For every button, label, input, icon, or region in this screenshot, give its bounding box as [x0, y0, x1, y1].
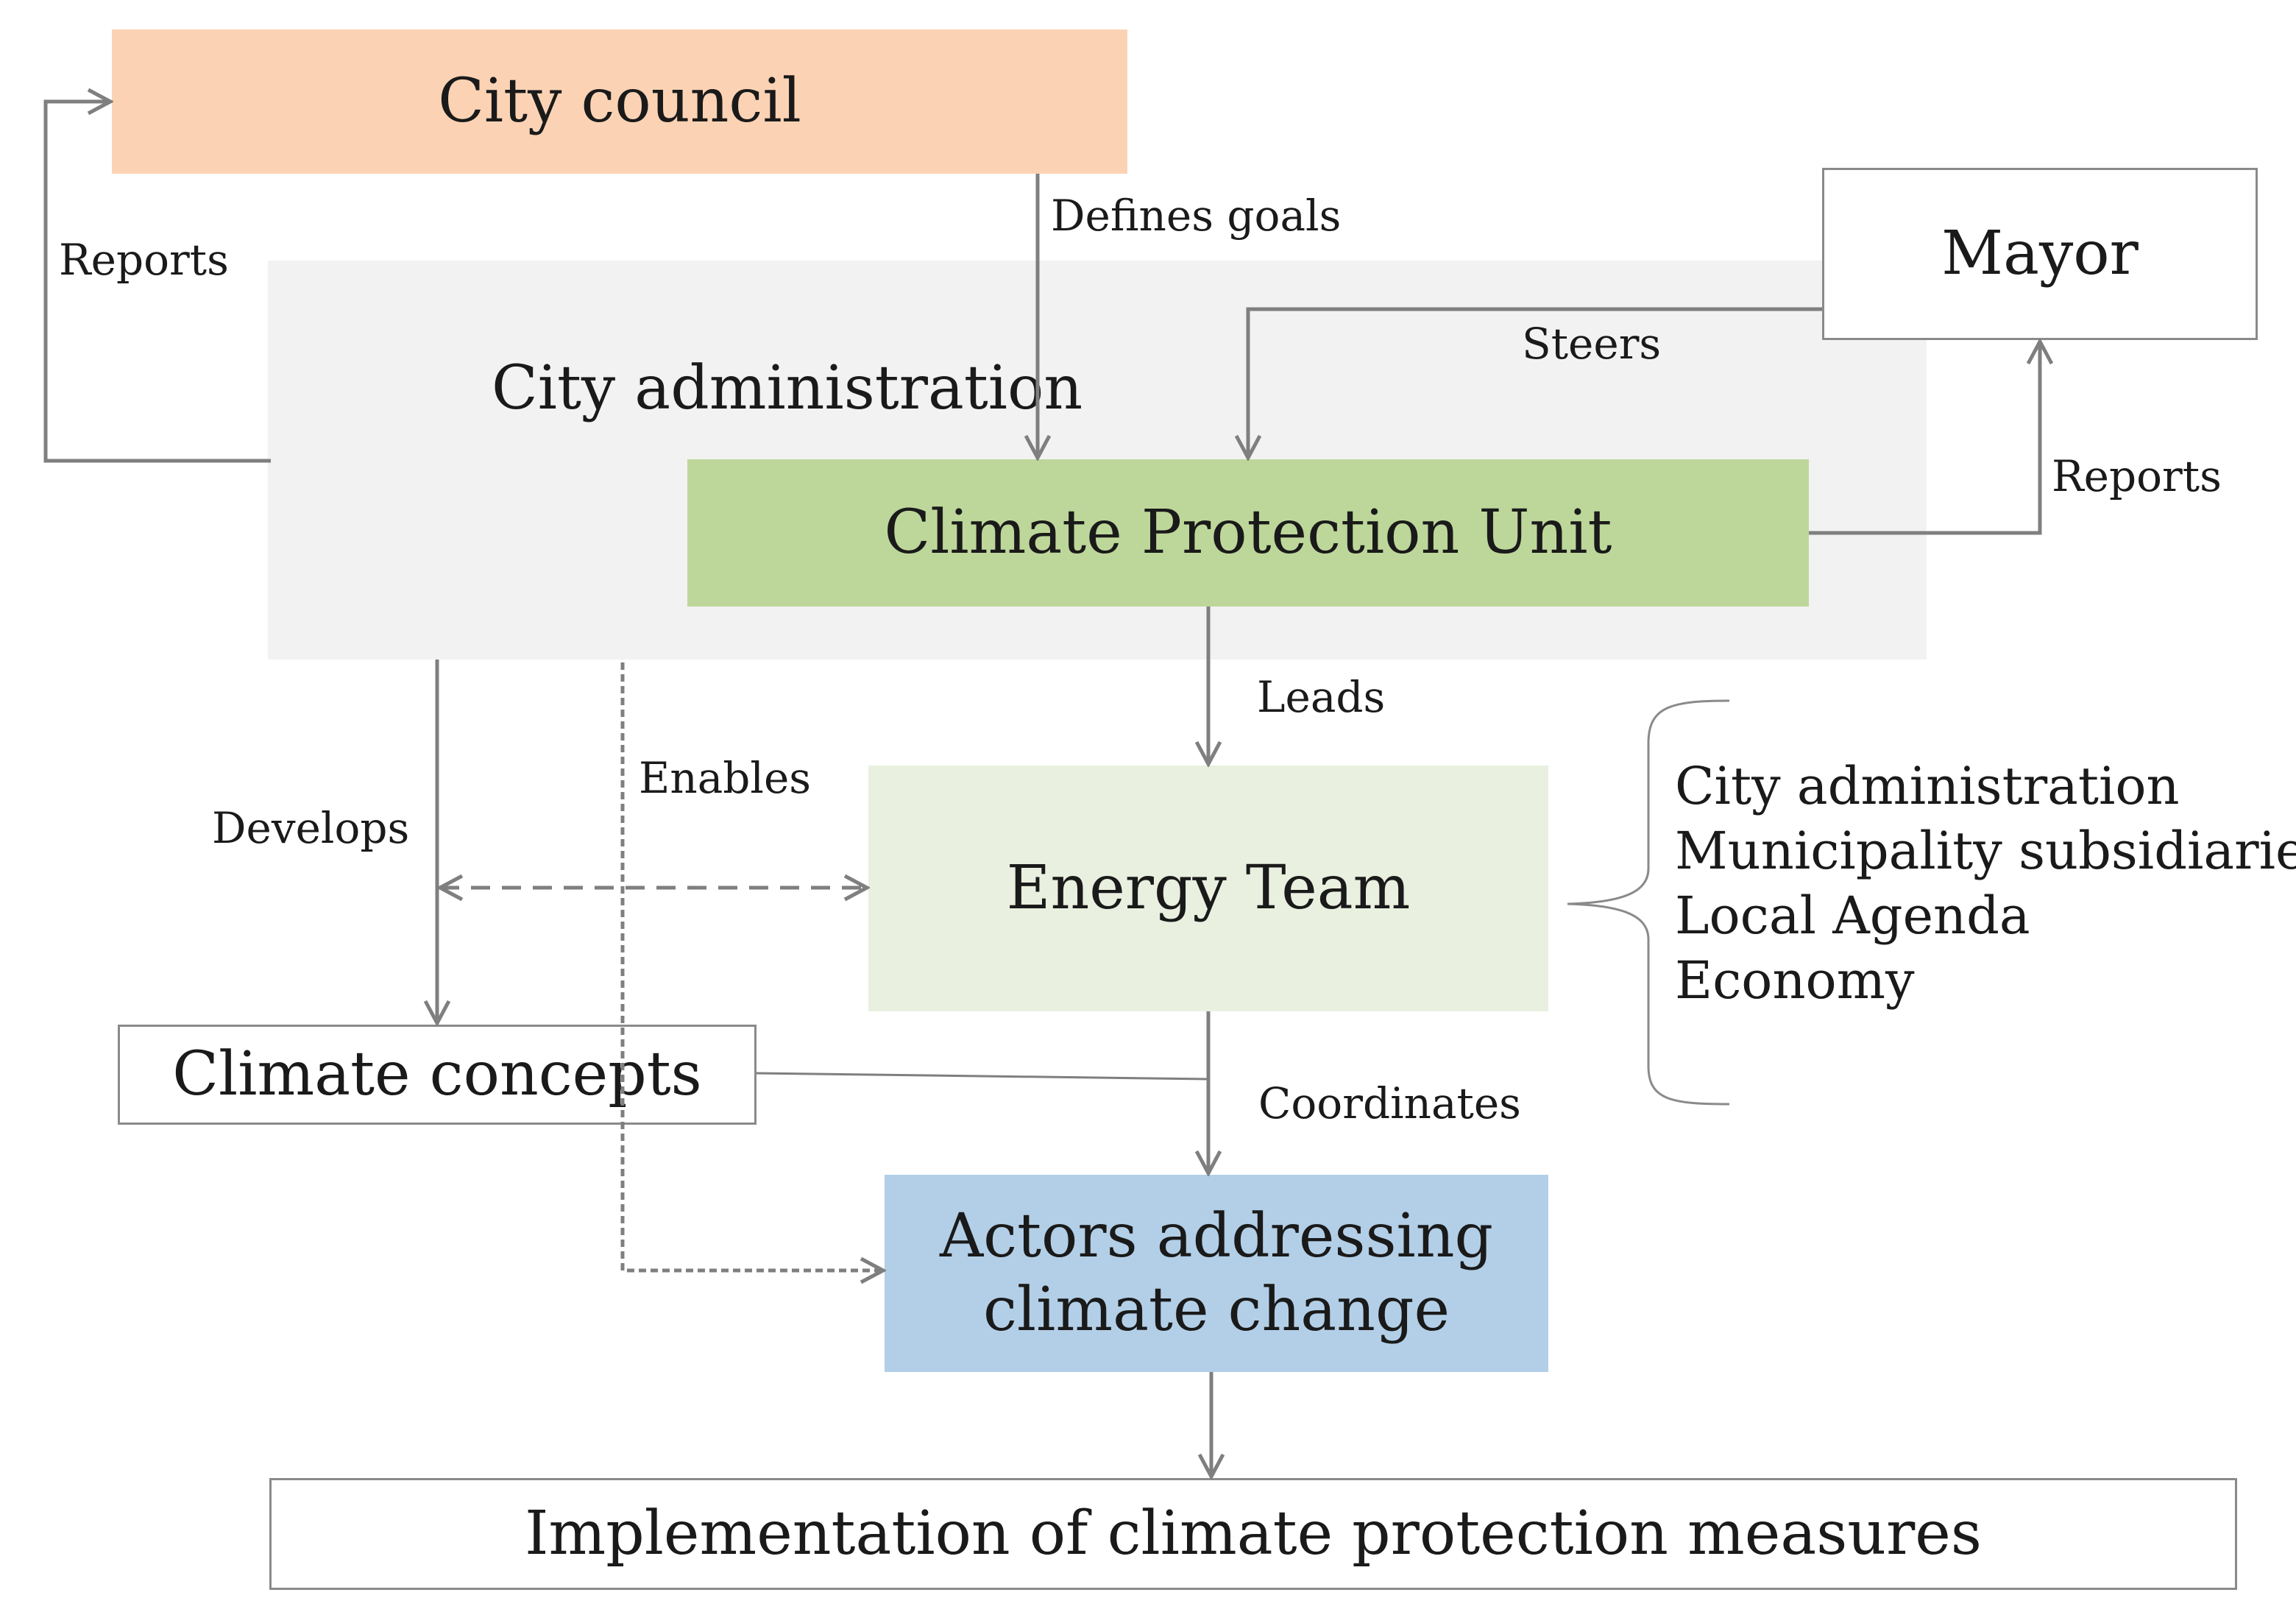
- energy-team-box: Energy Team: [868, 766, 1548, 1011]
- reports-right-label: Reports: [2052, 451, 2222, 501]
- mayor-label: Mayor: [1941, 218, 2139, 289]
- reports-left-label: Reports: [59, 235, 229, 285]
- climate-concepts-box: Climate concepts: [118, 1025, 757, 1125]
- steers-label: Steers: [1522, 319, 1662, 369]
- actors-label-line2: climate change: [982, 1275, 1450, 1345]
- energy-team-label: Energy Team: [1006, 852, 1411, 923]
- develops-label: Develops: [212, 803, 410, 853]
- city-council-box: City council: [112, 29, 1127, 174]
- defines-goals-label: Defines goals: [1051, 191, 1342, 241]
- implementation-label: Implementation of climate protection mea…: [525, 1498, 1982, 1569]
- energy-team-members-list: City administration Municipality subsidi…: [1675, 754, 2296, 1013]
- energy-team-member: Economy: [1675, 950, 1915, 1011]
- steers-connector: [1248, 307, 1822, 458]
- energy-team-member: Local Agenda: [1675, 885, 2030, 946]
- climate-protection-unit-box: Climate Protection Unit: [687, 459, 1809, 607]
- leads-label: Leads: [1257, 672, 1386, 722]
- city-administration-title: City administration: [492, 353, 1083, 423]
- enables-connector: [620, 662, 883, 1270]
- energy-team-members-brace: [1567, 699, 1730, 1106]
- enables-label: Enables: [639, 753, 812, 803]
- climate-protection-unit-label: Climate Protection Unit: [884, 497, 1612, 568]
- energy-team-member: City administration: [1675, 756, 2180, 816]
- reports-left-connector: [43, 102, 271, 463]
- city-council-label: City council: [438, 66, 801, 136]
- implementation-box: Implementation of climate protection mea…: [269, 1478, 2237, 1590]
- climate-concepts-join-line: [756, 1072, 1209, 1081]
- coordinates-label: Coordinates: [1258, 1078, 1521, 1128]
- energy-team-member: Municipality subsidiaries: [1675, 821, 2296, 881]
- actors-label-line1: Actors addressing: [939, 1201, 1494, 1271]
- actors-box: Actors addressing climate change: [885, 1175, 1548, 1372]
- reports-right-connector: [1809, 342, 2040, 535]
- climate-concepts-label: Climate concepts: [172, 1039, 702, 1109]
